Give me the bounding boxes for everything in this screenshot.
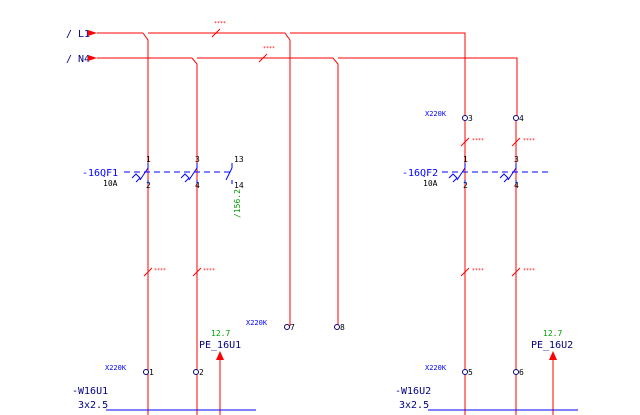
earth-1-reference: 12.7 [211, 329, 230, 338]
breaker-2-pole-3: 3 [514, 155, 519, 164]
terminal-2[interactable] [193, 369, 199, 375]
wire-mark-slash [511, 267, 521, 277]
terminal-7-number: 7 [290, 323, 295, 332]
rail-l1-arrow-icon [88, 30, 97, 36]
wire-mark-slash [143, 267, 153, 277]
terminal-strip-1-label: X220K [425, 110, 447, 118]
cable-2-spec: 3x2.5 [399, 400, 429, 411]
breaker-2-pole-2: 2 [463, 181, 468, 190]
terminal-6-number: 6 [519, 368, 524, 377]
breaker-1-pole-b-icon[interactable] [180, 163, 198, 184]
rail-l1-bus[interactable] [142, 32, 149, 415]
rail-n4-bus-upper[interactable] [197, 57, 339, 326]
breaker-1-pole-2: 2 [146, 181, 151, 190]
rail-l1-bus-upper[interactable] [148, 32, 291, 326]
wire-mark-label: **** [263, 46, 275, 52]
rail-l1-label: / L1 [66, 29, 90, 40]
breaker-2-pole-1: 1 [463, 155, 468, 164]
wire-mark-slash [460, 137, 470, 147]
wire-mark-label: **** [523, 138, 535, 144]
terminal-strip-2-label: X220K [246, 319, 268, 327]
earth-2-label: PE_16U2 [531, 340, 573, 351]
rail-n4-bus[interactable] [191, 57, 198, 415]
wire-mark-label: **** [214, 21, 226, 27]
breaker-2-rating: 10A [423, 179, 438, 188]
wire-mark-slash [258, 53, 268, 63]
breaker-1-pole-a-icon[interactable] [131, 163, 149, 184]
earth-1-label: PE_16U1 [199, 340, 241, 351]
wire-mark-label: **** [203, 268, 215, 274]
wire-mark-label: **** [472, 268, 484, 274]
wire-mark-slash [211, 28, 221, 38]
breaker-1-tag: -16QF1 [82, 168, 118, 179]
terminal-1-number: 1 [149, 368, 154, 377]
terminal-6[interactable] [513, 369, 519, 375]
breaker-1-pole-1: 1 [146, 155, 151, 164]
breaker-1-aux-14: 14 [234, 181, 244, 190]
cable-2-tag: -W16U2 [395, 386, 431, 397]
terminal-8[interactable] [334, 324, 340, 330]
breaker-1-aux-contact-icon[interactable] [225, 163, 233, 184]
terminal-3[interactable] [462, 115, 468, 121]
wire-mark-slash [192, 267, 202, 277]
terminal-4[interactable] [513, 115, 519, 121]
breaker-2-tag: -16QF2 [402, 168, 438, 179]
terminal-5[interactable] [462, 369, 468, 375]
wire-mark-label: **** [154, 268, 166, 274]
earth-2-reference: 12.7 [543, 329, 562, 338]
breaker-2-pole-a-icon[interactable] [448, 163, 466, 184]
rail-n4-label: / N4 [66, 54, 90, 65]
breaker-2-pole-4: 4 [514, 181, 519, 190]
cable-1-spec: 3x2.5 [78, 400, 108, 411]
terminal-strip-3-label: X220K [105, 364, 127, 372]
terminal-5-number: 5 [468, 368, 473, 377]
terminal-4-number: 4 [519, 114, 524, 123]
breaker-1-aux-13: 13 [234, 155, 244, 164]
breaker-1-aux-reference: /156.2 [233, 189, 242, 218]
breaker-2-pole-b-icon[interactable] [499, 163, 517, 184]
terminal-8-number: 8 [340, 323, 345, 332]
terminal-7[interactable] [284, 324, 290, 330]
rail-n4-bus-right[interactable] [338, 57, 518, 118]
wire-mark-label: **** [472, 138, 484, 144]
breaker-1-rating: 10A [103, 179, 118, 188]
terminal-3-number: 3 [468, 114, 473, 123]
wire-mark-slash [511, 137, 521, 147]
rail-l1-bus-right[interactable] [290, 32, 466, 118]
terminal-strip-4-label: X220K [425, 364, 447, 372]
breaker-1-pole-3: 3 [195, 155, 200, 164]
cable-1-tag: -W16U1 [72, 386, 108, 397]
terminal-2-number: 2 [199, 368, 204, 377]
rail-n4-arrow-icon [88, 55, 97, 61]
terminal-1[interactable] [143, 369, 149, 375]
wire-mark-slash [460, 267, 470, 277]
breaker-1-pole-4: 4 [195, 181, 200, 190]
wire-mark-label: **** [523, 268, 535, 274]
